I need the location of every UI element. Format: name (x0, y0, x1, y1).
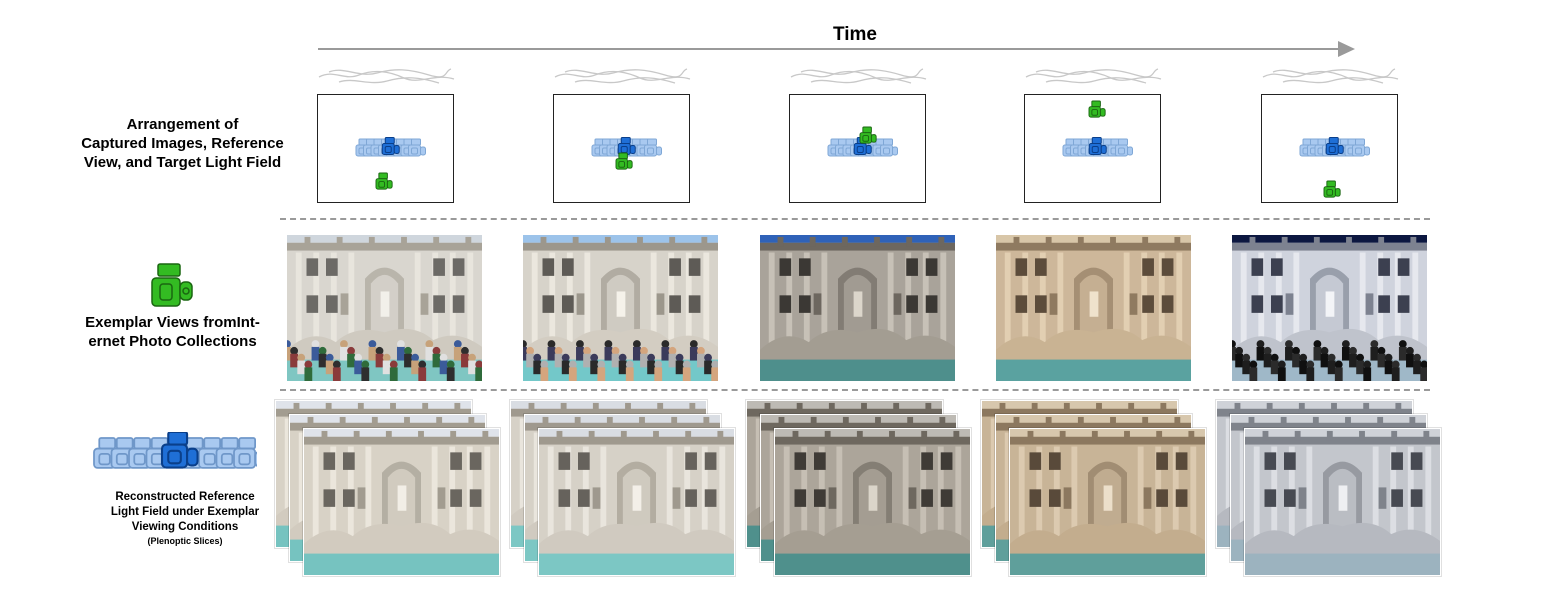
reconstructed-label-line: Reconstructed Reference (115, 491, 255, 503)
plenoptic-slice (303, 428, 500, 576)
arrangement-label-line: Captured Images, Reference (81, 135, 284, 152)
cloud-sketch-icon (318, 68, 455, 84)
arrangement-box (1024, 94, 1161, 203)
reconstructed-label: Reconstructed Reference Light Field unde… (75, 490, 295, 547)
cloud-sketch-icon (554, 68, 691, 84)
plenoptic-slice (1244, 428, 1441, 576)
camera-array-icon (93, 432, 257, 469)
green-camera-icon (151, 263, 193, 307)
exemplar-photo (287, 235, 482, 381)
arrangement-box (553, 94, 690, 203)
reconstructed-label-line: Light Field under Exemplar (110, 506, 260, 518)
exemplar-label-line: Exemplar Views fromInt- (85, 314, 260, 331)
camera-arrangement-icon (1062, 100, 1133, 157)
cloud-sketch-icon (790, 68, 927, 84)
exemplar-photo (523, 235, 718, 381)
cloud-sketch-icon (1262, 68, 1399, 84)
cloud-sketch-icon (1025, 68, 1162, 84)
divider-2 (280, 389, 1430, 391)
arrangement-box (317, 94, 454, 203)
time-arrow-icon (318, 41, 1355, 57)
plenoptic-slice (1009, 428, 1206, 576)
cloud-sketch-icon (318, 68, 455, 84)
camera-arrangement-icon (1299, 137, 1370, 198)
exemplar-photo (1232, 235, 1427, 381)
exemplar-label: Exemplar Views fromInt- ernet Photo Coll… (60, 313, 285, 351)
plenoptic-slice (538, 428, 735, 576)
cloud-sketch-icon (1262, 68, 1399, 84)
reconstructed-note: (Plenoptic Slices) (147, 536, 223, 546)
arrangement-label-line: View, and Target Light Field (83, 154, 282, 171)
cloud-sketch-icon (1025, 68, 1162, 84)
reconstructed-label-line: Viewing Conditions (131, 521, 239, 533)
plenoptic-slice (774, 428, 971, 576)
cloud-sketch-icon (790, 68, 927, 84)
cloud-sketch-icon (554, 68, 691, 84)
exemplar-label-line: ernet Photo Collections (88, 333, 257, 350)
camera-arrangement-icon (591, 137, 662, 170)
exemplar-photo (996, 235, 1191, 381)
arrangement-label-line: Arrangement of (126, 116, 239, 133)
arrangement-box (1261, 94, 1398, 203)
arrangement-box (789, 94, 926, 203)
divider-1 (280, 218, 1430, 220)
camera-arrangement-icon (827, 126, 898, 157)
arrangement-label: Arrangement of Captured Images, Referenc… (55, 115, 310, 172)
exemplar-photo (760, 235, 955, 381)
time-label: Time (832, 24, 877, 45)
camera-arrangement-icon (355, 137, 426, 190)
